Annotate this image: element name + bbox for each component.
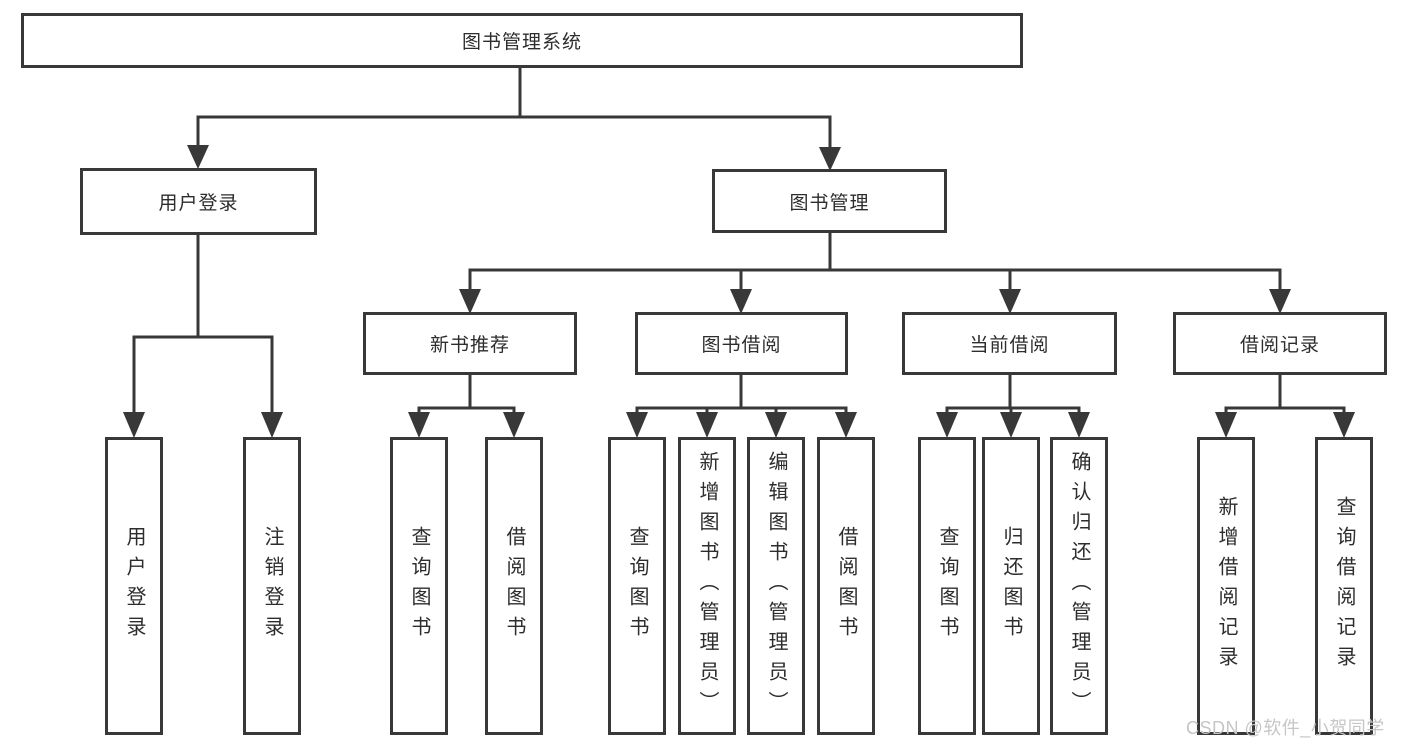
arrowheads [123,145,1355,438]
edge-book-management-to-level3 [468,230,1282,293]
edge-book-borrowing-to-leaves [635,372,848,417]
node-user-login: 用户登录 [80,168,317,235]
leaf-query-borrow-record: 查询借阅记录 [1315,437,1373,735]
leaf-confirm-return-admin: 确认归还（管理员） [1050,437,1108,735]
leaf-query-books-recommendation: 查询图书 [390,437,448,735]
leaf-borrow-books-recommendation: 借阅图书 [485,437,543,735]
node-book-borrowing: 图书借阅 [635,312,848,375]
edge-current-borrowing-to-leaves [945,372,1081,417]
edge-new-book-recommendation-to-leaves [417,372,516,417]
node-book-management: 图书管理 [712,169,947,233]
node-current-borrowing: 当前借阅 [902,312,1117,375]
node-new-book-recommendation: 新书推荐 [363,312,577,375]
leaf-user-login: 用户登录 [105,437,163,735]
leaf-edit-books-admin: 编辑图书（管理员） [747,437,805,735]
node-library-management-system: 图书管理系统 [21,13,1023,68]
edge-root-to-level2 [196,64,832,151]
node-borrowing-records: 借阅记录 [1173,312,1387,375]
leaf-borrow-books-borrowing: 借阅图书 [817,437,875,735]
leaf-return-books: 归还图书 [982,437,1040,735]
leaf-query-books-borrowing: 查询图书 [608,437,666,735]
watermark-text: CSDN @软件_小贺同学 [1186,718,1385,738]
edge-borrowing-records-to-leaves [1224,372,1346,417]
leaf-query-books-current: 查询图书 [918,437,976,735]
leaf-add-borrow-record: 新增借阅记录 [1197,437,1255,735]
leaf-logout: 注销登录 [243,437,301,735]
edge-user-login-to-leaves [132,232,274,416]
leaf-add-books-admin: 新增图书（管理员） [678,437,736,735]
